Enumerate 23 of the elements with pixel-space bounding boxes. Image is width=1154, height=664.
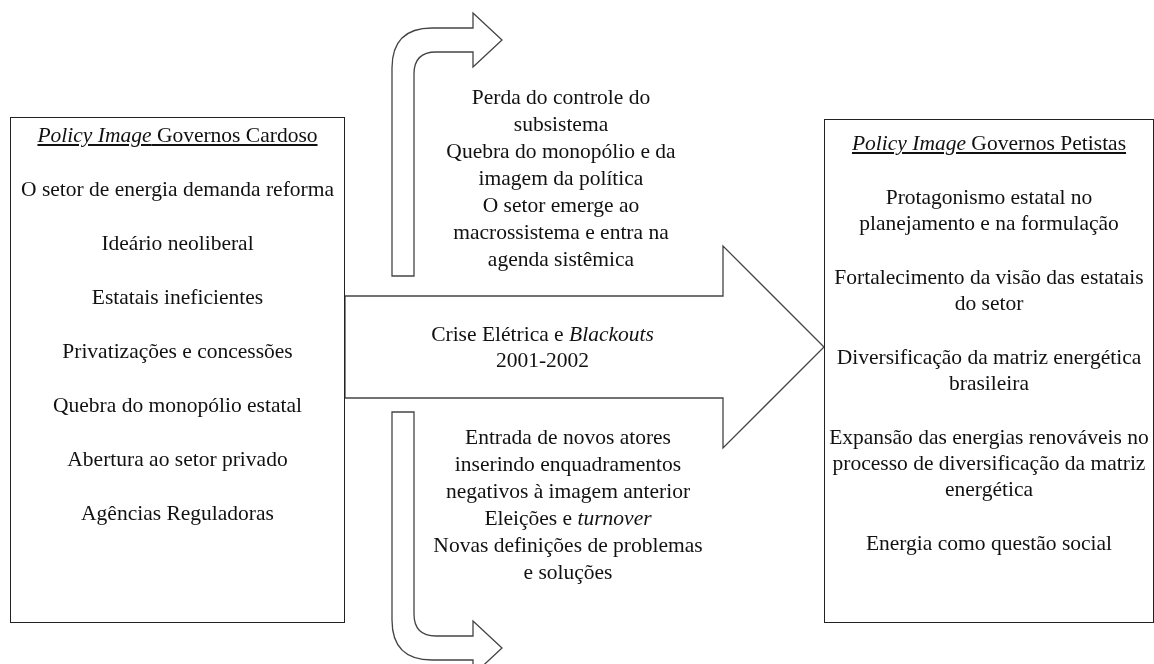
annotation-text: O setor emerge ao macrossistema e entra na agenda sistêmica	[452, 192, 670, 273]
list-item: Ideário neoliberal	[100, 230, 255, 256]
list-item: Privatizações e concessões	[61, 338, 294, 364]
list-item: Protagonismo estatal no planejamento e na formulação	[858, 184, 1120, 236]
list-item: Abertura ao setor privado	[66, 446, 289, 472]
block-arrow	[344, 244, 825, 450]
annotation-text: Perda do controle do subsistema	[470, 84, 652, 138]
annotation-text: Quebra do monopólio e da imagem da política	[445, 138, 677, 192]
list-item: Agências Reguladoras	[80, 500, 275, 526]
list-item: Estatais ineficientes	[90, 284, 265, 310]
text-panel	[824, 119, 1154, 623]
edge-label: Crise Elétrica e Blackouts 2001-2002	[430, 321, 655, 373]
panel-heading: Policy Image Governos Petistas	[850, 130, 1128, 156]
panel-heading: Policy Image Governos Cardoso	[36, 122, 319, 148]
list-item: O setor de energia demanda reforma	[20, 176, 335, 202]
annotation-text: Eleições e turnover	[483, 505, 653, 532]
annotation-text: Novas definições de problemas e soluções	[432, 532, 704, 586]
list-item: Diversificação da matriz energética brasileira	[835, 344, 1143, 396]
list-item: Energia como questão social	[864, 530, 1114, 556]
list-item: Expansão das energias renováveis no processo de diversificação da matriz energética	[828, 424, 1150, 502]
list-item: Quebra do monopólio estatal	[52, 392, 303, 418]
text-panel	[10, 117, 345, 623]
list-item: Fortalecimento da visão das estatais do setor	[833, 264, 1145, 316]
